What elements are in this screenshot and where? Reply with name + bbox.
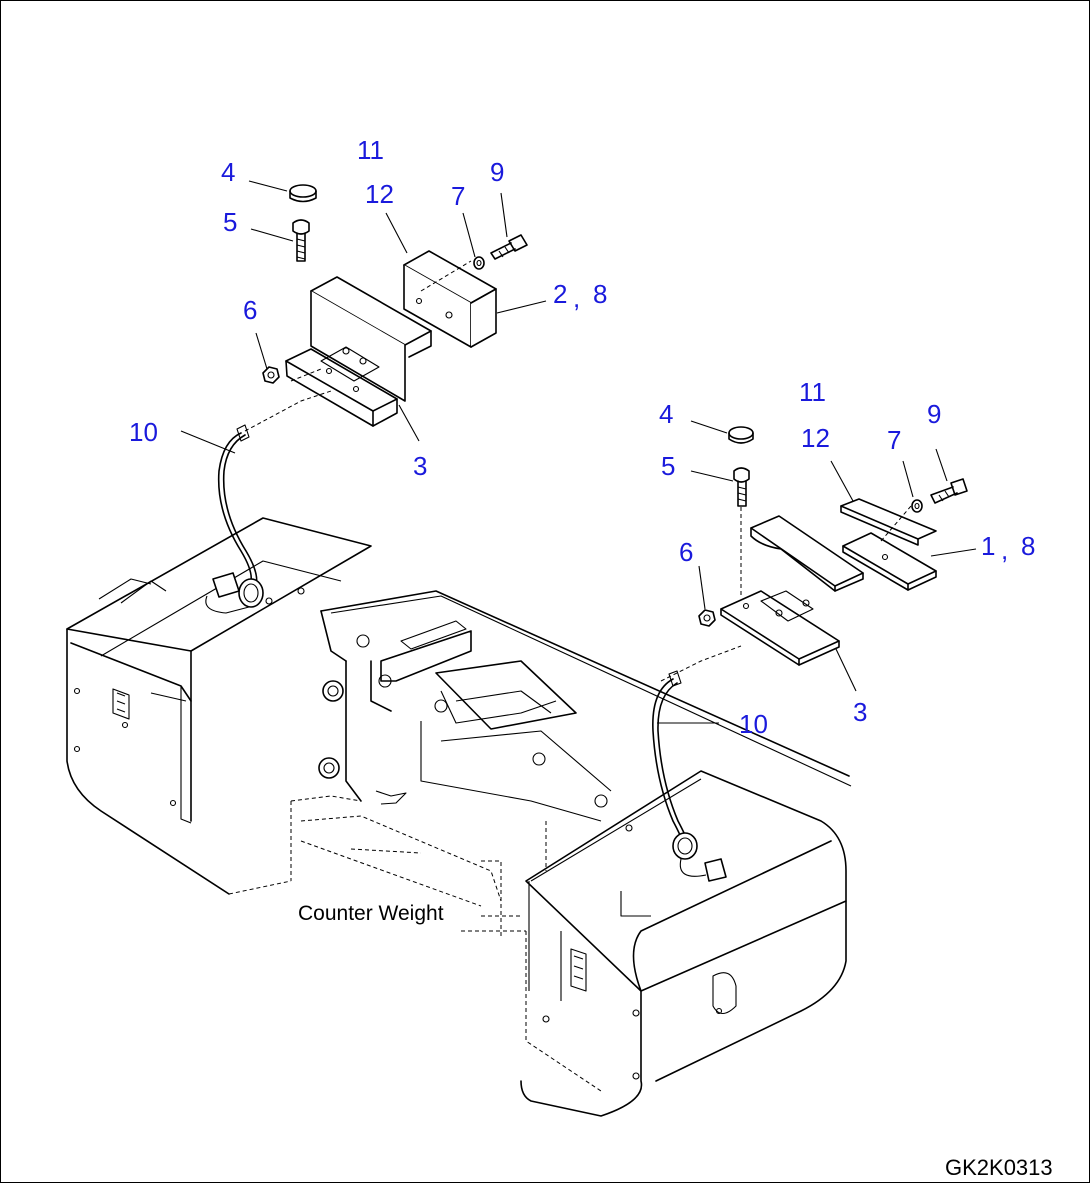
callout-5-left: 5 bbox=[223, 207, 237, 237]
counter-weight-body bbox=[66, 517, 852, 1117]
callouts-right: 11 4 9 12 7 5 1 , 8 6 3 10 bbox=[659, 377, 1035, 739]
callout-9-right: 9 bbox=[927, 399, 941, 429]
wire-harness-left bbox=[205, 424, 264, 614]
callout-11-left: 11 bbox=[357, 135, 384, 165]
counter-weight-caption: Counter Weight bbox=[298, 902, 444, 925]
callout-1-right: 1 bbox=[981, 531, 995, 561]
callout-comma-right: , bbox=[1001, 535, 1008, 565]
callout-7-right: 7 bbox=[887, 425, 901, 455]
callout-10-right: 10 bbox=[739, 709, 768, 739]
callout-5-right: 5 bbox=[661, 451, 675, 481]
callout-3-left: 3 bbox=[413, 451, 427, 481]
callout-9-left: 9 bbox=[490, 157, 504, 187]
callout-12-right: 12 bbox=[801, 423, 830, 453]
callout-10-left: 10 bbox=[129, 417, 158, 447]
callout-4-left: 4 bbox=[221, 157, 235, 187]
right-lamp-assembly bbox=[660, 426, 968, 682]
callout-4-right: 4 bbox=[659, 399, 673, 429]
callout-8-left: 8 bbox=[593, 279, 607, 309]
callout-2-left: 2 bbox=[553, 279, 567, 309]
drawing-number: GK2K0313 bbox=[945, 1155, 1053, 1180]
callout-3-right: 3 bbox=[853, 697, 867, 727]
callout-comma-left: , bbox=[573, 283, 580, 313]
callout-7-left: 7 bbox=[451, 181, 465, 211]
callout-6-right: 6 bbox=[679, 537, 693, 567]
callout-11-right: 11 bbox=[799, 377, 826, 407]
callouts-left: 4 5 6 10 11 12 7 9 2 , 8 3 bbox=[129, 135, 607, 481]
callout-12-left: 12 bbox=[365, 179, 394, 209]
left-lamp-assembly bbox=[244, 184, 528, 432]
leader-lines bbox=[180, 180, 977, 724]
callout-8-right: 8 bbox=[1021, 531, 1035, 561]
wire-harness-right bbox=[652, 670, 727, 882]
callout-6-left: 6 bbox=[243, 295, 257, 325]
